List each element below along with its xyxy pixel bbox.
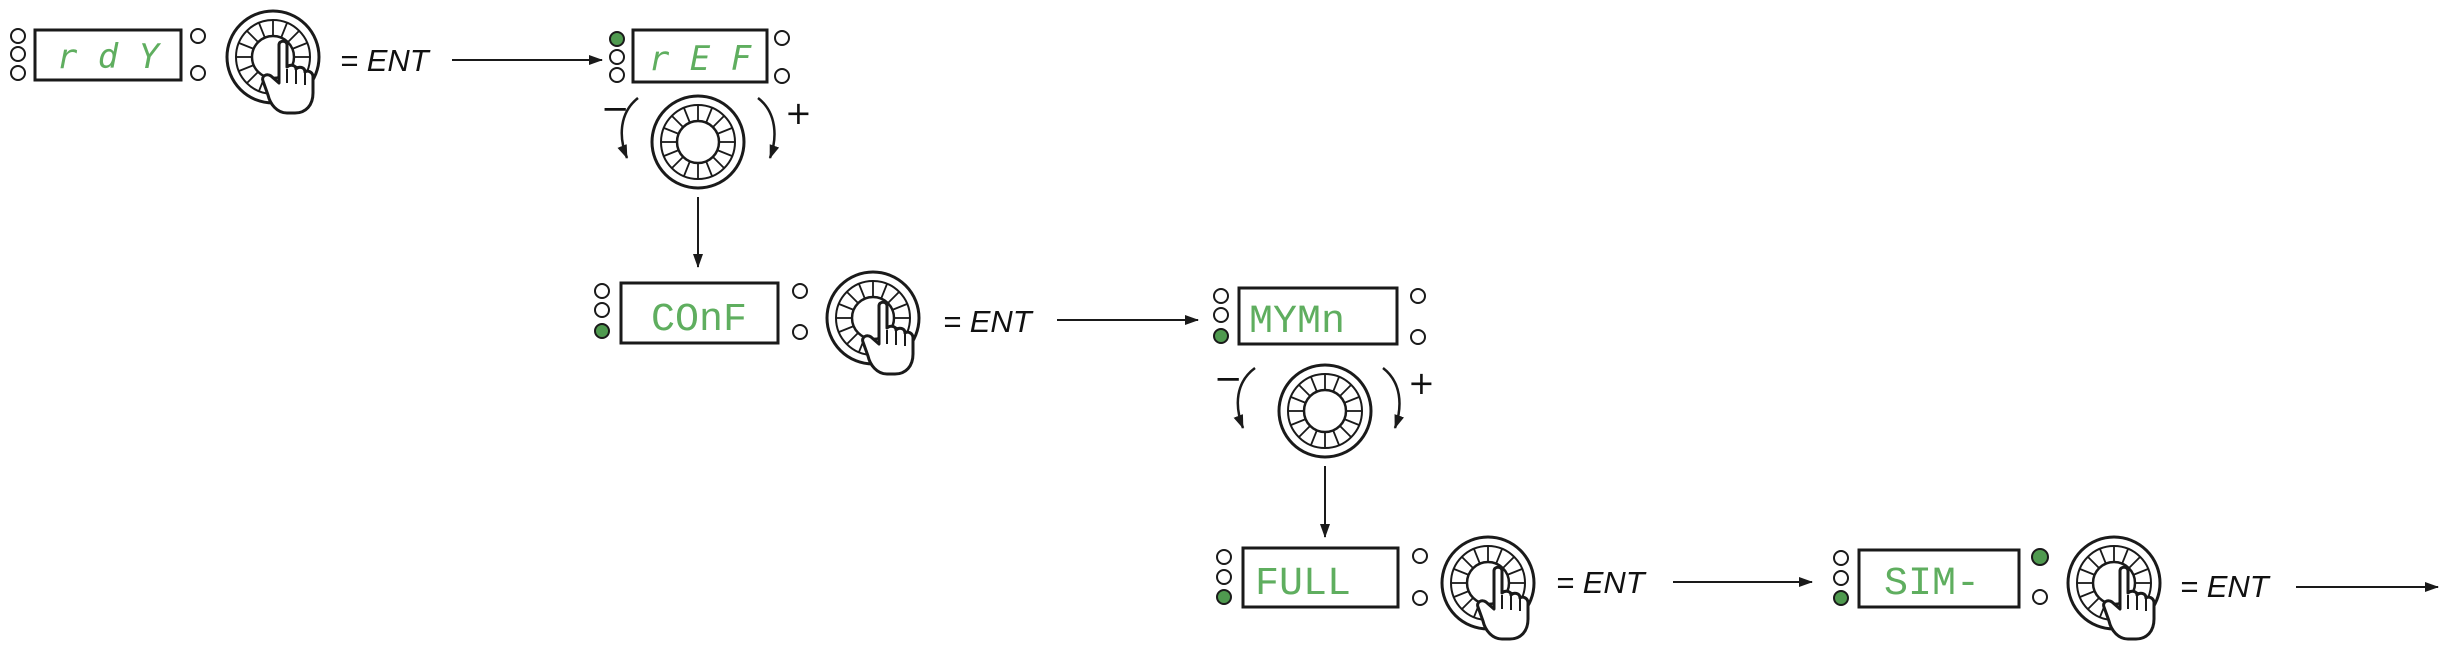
arrow-icon bbox=[1233, 366, 1256, 429]
led-indicator-icon bbox=[10, 28, 26, 44]
display-group-rdy: r d Y bbox=[10, 28, 206, 82]
led-indicator-icon bbox=[10, 46, 26, 62]
ent-label: = ENT bbox=[2180, 569, 2271, 604]
led-indicator-icon bbox=[1216, 549, 1232, 565]
plus-sign: + bbox=[1408, 364, 1435, 402]
jog-dial-press-icon bbox=[825, 270, 921, 376]
led-indicator-icon bbox=[1833, 550, 1849, 566]
display-text-conf: COnF bbox=[651, 298, 747, 343]
led-indicator-icon bbox=[190, 28, 206, 44]
led-indicator-icon bbox=[1216, 589, 1232, 605]
led-indicator-icon bbox=[1833, 570, 1849, 586]
led-indicator-icon bbox=[609, 31, 625, 47]
display-text-sim: SIM- bbox=[1884, 562, 1980, 607]
led-indicator-icon bbox=[594, 283, 610, 299]
led-indicator-icon bbox=[609, 49, 625, 65]
display-text-ref: r E F bbox=[649, 39, 752, 79]
ent-label: = ENT bbox=[1556, 565, 1647, 600]
led-column-left bbox=[10, 28, 26, 81]
led-indicator-icon bbox=[609, 67, 625, 83]
display-group-full: FULL bbox=[1216, 546, 1428, 609]
led-indicator-icon bbox=[792, 324, 808, 340]
led-indicator-icon bbox=[594, 323, 610, 339]
led-indicator-icon bbox=[1833, 590, 1849, 606]
jog-dial-rotate-icon bbox=[1277, 363, 1373, 459]
led-indicator-icon bbox=[1412, 548, 1428, 564]
led-indicator-icon bbox=[774, 30, 790, 46]
display-text-rdy: r d Y bbox=[57, 37, 162, 77]
minus-sign: − bbox=[601, 89, 630, 129]
display-text-mymn: MYMn bbox=[1249, 300, 1345, 345]
led-indicator-icon bbox=[1213, 328, 1229, 344]
led-column-right bbox=[190, 28, 206, 81]
led-indicator-icon bbox=[1412, 590, 1428, 606]
jog-dial-press-icon bbox=[1440, 535, 1536, 641]
led-indicator-icon bbox=[1410, 288, 1426, 304]
jog-dial-rotate-icon bbox=[650, 94, 746, 190]
ent-label: = ENT bbox=[340, 43, 431, 78]
display-text-full: FULL bbox=[1255, 562, 1351, 607]
led-indicator-icon bbox=[10, 65, 26, 81]
display-box bbox=[1857, 548, 2021, 609]
led-indicator-icon bbox=[774, 68, 790, 84]
display-group-mymn: MYMn bbox=[1213, 286, 1426, 346]
arrow-icon bbox=[1382, 367, 1404, 429]
display-box bbox=[1241, 546, 1400, 609]
led-indicator-icon bbox=[792, 283, 808, 299]
plus-sign: + bbox=[785, 94, 812, 132]
display-group-conf: COnF bbox=[594, 281, 808, 345]
jog-dial-press-icon bbox=[2066, 535, 2162, 641]
display-box bbox=[619, 281, 780, 345]
led-indicator-icon bbox=[1213, 288, 1229, 304]
led-indicator-icon bbox=[594, 302, 610, 318]
led-indicator-icon bbox=[1216, 569, 1232, 585]
arrow-icon bbox=[757, 97, 780, 159]
display-group-sim: SIM- bbox=[1833, 548, 2049, 609]
display-group-ref: r E F bbox=[609, 28, 790, 84]
ent-label: = ENT bbox=[943, 304, 1034, 339]
led-indicator-icon bbox=[2032, 589, 2048, 605]
led-indicator-icon bbox=[1410, 329, 1426, 345]
display-box bbox=[1237, 286, 1399, 346]
jog-dial-press-icon bbox=[225, 9, 321, 115]
led-indicator-icon bbox=[1213, 307, 1229, 323]
arrow-icon bbox=[617, 97, 639, 159]
display-box bbox=[631, 28, 769, 84]
display-box bbox=[33, 28, 183, 82]
led-indicator-icon bbox=[190, 65, 206, 81]
led-indicator-icon bbox=[2031, 548, 2049, 566]
